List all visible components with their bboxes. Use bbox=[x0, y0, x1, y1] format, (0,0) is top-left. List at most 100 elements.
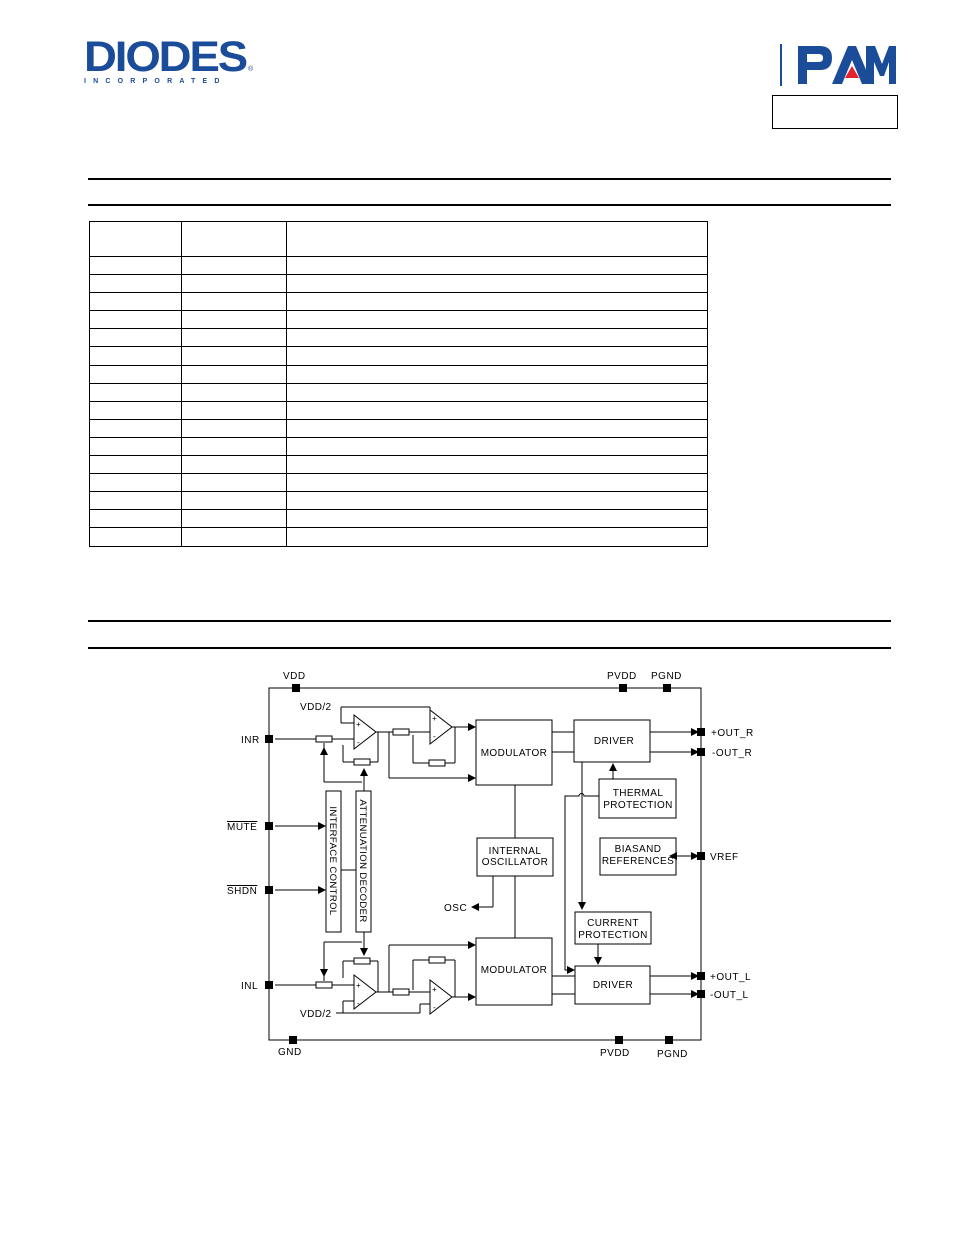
table-row bbox=[89, 382, 708, 402]
diodes-logo-sub: INCORPORATED bbox=[84, 78, 227, 85]
pin-square bbox=[289, 1036, 297, 1044]
pam-logo-bar bbox=[780, 44, 782, 86]
interface-control-label: INTERFACE CONTROL bbox=[327, 806, 338, 915]
section-rule bbox=[88, 204, 891, 206]
svg-text:+: + bbox=[432, 985, 437, 994]
table-cell bbox=[286, 509, 708, 529]
pin-square bbox=[619, 684, 627, 692]
pin-label-pvdd-top: PVDD bbox=[607, 671, 637, 682]
table-row bbox=[89, 527, 708, 547]
pin-square bbox=[292, 684, 300, 692]
resistor bbox=[315, 981, 333, 989]
driver-bottom-label: DRIVER bbox=[593, 980, 633, 991]
diodes-logo: DIODES INCORPORATED ® bbox=[84, 36, 256, 86]
modulator-bottom-label: MODULATOR bbox=[481, 965, 548, 976]
resistor bbox=[428, 956, 446, 964]
attenuation-decoder-label: ATTENUATION DECODER bbox=[357, 799, 368, 922]
pin-square bbox=[697, 990, 705, 998]
pin-label-pgnd-bottom: PGND bbox=[657, 1049, 688, 1060]
resistor bbox=[428, 759, 446, 767]
modulator-bottom-block bbox=[475, 937, 553, 1006]
pin-square bbox=[615, 1036, 623, 1044]
table-header-row bbox=[89, 221, 708, 257]
amplifier-triangle bbox=[429, 708, 453, 746]
section-rule bbox=[88, 620, 891, 622]
thermal-protection-block bbox=[598, 778, 677, 819]
table-row bbox=[89, 436, 708, 457]
svg-text:-: - bbox=[433, 1003, 436, 1012]
vdd2-top-label: VDD/2 bbox=[300, 702, 331, 713]
pin-square bbox=[697, 728, 705, 736]
part-number-box bbox=[772, 95, 898, 129]
table-row bbox=[89, 509, 708, 529]
oscillator-label-line1: INTERNAL bbox=[489, 846, 542, 857]
pam-logo bbox=[798, 46, 896, 84]
pin-label-gnd: GND bbox=[278, 1047, 302, 1058]
pin-label-out-l-pos: +OUT_L bbox=[710, 972, 751, 983]
pin-square bbox=[265, 981, 273, 989]
pin-label-vdd: VDD bbox=[283, 671, 306, 682]
amplifier-triangle bbox=[353, 973, 377, 1011]
svg-text:-: - bbox=[357, 738, 360, 747]
pin-label-pgnd-top: PGND bbox=[651, 671, 682, 682]
table-cell bbox=[286, 527, 708, 547]
table-row bbox=[89, 346, 708, 366]
current-label-line1: CURRENT bbox=[587, 918, 639, 929]
pin-label-osc: OSC bbox=[444, 903, 467, 914]
bias-label-line1: BIASAND bbox=[615, 844, 662, 855]
diodes-logo-reg: ® bbox=[248, 66, 254, 73]
pin-label-out-r-pos: +OUT_R bbox=[711, 728, 754, 739]
resistor bbox=[392, 728, 410, 736]
pin-label-pvdd-bottom: PVDD bbox=[600, 1048, 630, 1059]
section-rule bbox=[88, 647, 891, 649]
table-cell bbox=[89, 221, 182, 257]
pin-label-out-l-neg: -OUT_L bbox=[710, 990, 749, 1001]
current-protection-block bbox=[574, 911, 652, 945]
section-rule bbox=[88, 178, 891, 180]
pin-label-vref: VREF bbox=[710, 852, 739, 863]
table-row bbox=[89, 328, 708, 348]
table-row bbox=[89, 292, 708, 312]
resistor bbox=[315, 735, 333, 743]
table-row bbox=[89, 255, 708, 276]
bias-label-line2: REFERENCES bbox=[602, 856, 674, 867]
svg-text:+: + bbox=[356, 981, 361, 990]
pin-square bbox=[697, 852, 705, 860]
diodes-logo-word: DIODES bbox=[84, 33, 248, 81]
pin-square bbox=[663, 684, 671, 692]
pin-square bbox=[265, 735, 273, 743]
driver-top-label: DRIVER bbox=[594, 736, 634, 747]
resistor bbox=[392, 988, 410, 996]
pin-label-mute: MUTE bbox=[227, 822, 257, 833]
thermal-label-line1: THERMAL bbox=[613, 788, 664, 799]
svg-text:-: - bbox=[357, 999, 360, 1008]
table-row bbox=[89, 473, 708, 493]
thermal-label-line2: PROTECTION bbox=[603, 800, 673, 811]
amplifier-triangle bbox=[353, 713, 377, 751]
interface-control-block bbox=[325, 790, 342, 933]
pin-square bbox=[665, 1036, 673, 1044]
pin-label-inl: INL bbox=[241, 981, 258, 992]
svg-text:+: + bbox=[432, 714, 437, 723]
pin-label-shdn: SHDN bbox=[227, 886, 257, 897]
pin-square bbox=[265, 886, 273, 894]
pin-square bbox=[697, 748, 705, 756]
amplifier-triangle bbox=[429, 978, 453, 1016]
oscillator-label-line2: OSCILLATOR bbox=[482, 857, 548, 868]
pin-label-out-r-neg: -OUT_R bbox=[712, 748, 752, 759]
table-row bbox=[89, 310, 708, 330]
resistor bbox=[353, 758, 371, 766]
chip-outline bbox=[268, 687, 702, 1041]
modulator-top-label: MODULATOR bbox=[481, 748, 548, 759]
table-row bbox=[89, 364, 708, 384]
resistor bbox=[353, 957, 371, 965]
pin-label-inr: INR bbox=[241, 735, 260, 746]
driver-bottom-block bbox=[574, 965, 651, 1005]
driver-top-block bbox=[573, 719, 651, 763]
current-label-line2: PROTECTION bbox=[578, 930, 648, 941]
pin-square bbox=[265, 822, 273, 830]
pin-square bbox=[697, 972, 705, 980]
svg-text:-: - bbox=[433, 732, 436, 741]
table-row bbox=[89, 274, 708, 294]
